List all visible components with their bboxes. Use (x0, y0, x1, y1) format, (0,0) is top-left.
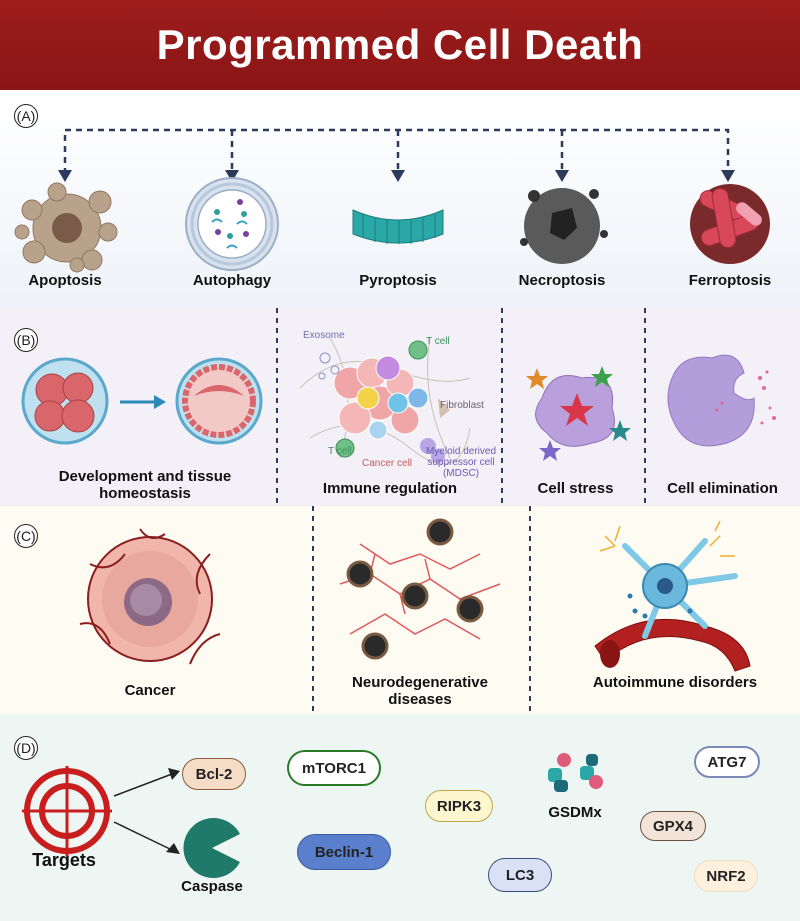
pyroptosis-pore-icon (352, 209, 444, 244)
ferroptosis-cell-icon (690, 184, 770, 264)
tcell-bottom-annotation: T cell (328, 446, 352, 457)
tcell-top-annotation: T cell (426, 336, 450, 347)
panel-c-dividers (312, 506, 531, 714)
neurodegenerative-label: Neurodegenerative diseases (352, 674, 488, 708)
cell-stress-label: Cell stress (537, 480, 614, 497)
autophagy-cell-icon (185, 177, 279, 271)
nrf2-pill: NRF2 (694, 860, 758, 892)
panel-a: (A) Apoptosis (0, 100, 800, 308)
fibroblast-annotation: Fibroblast (440, 400, 484, 411)
gsdmx-icon (548, 753, 603, 792)
caspase-pacman-icon (183, 818, 240, 878)
panel-a-arrows (58, 128, 735, 182)
mtorc1-pill: mTORC1 (287, 750, 381, 786)
gpx4-pill: GPX4 (640, 811, 706, 841)
necroptosis-label: Necroptosis (518, 272, 606, 289)
panel-a-letter: (A) (14, 104, 38, 128)
panel-c: (C) Cancer Neurodegenerat (0, 506, 800, 714)
title-banner: Programmed Cell Death (0, 0, 800, 90)
target-crosshair-icon (22, 766, 112, 856)
ripk3-pill: RIPK3 (425, 790, 493, 822)
necroptosis-cell-icon (520, 188, 608, 264)
caspase-label: Caspase (181, 878, 243, 895)
panel-b-letter: (B) (14, 328, 38, 352)
embryo-blastocyst-icon (175, 357, 263, 445)
autoimmune-neuron-icon (594, 520, 751, 672)
lc3-pill: LC3 (488, 858, 552, 892)
page-title: Programmed Cell Death (156, 21, 644, 68)
development-label: Development and tissue homeostasis (58, 468, 232, 502)
bcl2-pill: Bcl-2 (182, 758, 246, 790)
cell-stress-icon (526, 366, 631, 461)
cancer-label: Cancer (124, 682, 176, 699)
immune-regulation-label: Immune regulation (322, 480, 458, 497)
panel-b-dividers (276, 308, 646, 506)
apoptosis-label: Apoptosis (28, 272, 102, 289)
autoimmune-label: Autoimmune disorders (592, 674, 758, 691)
cell-elimination-icon (667, 354, 776, 447)
embryo-early-icon (21, 357, 109, 445)
panel-b: (B) Development and tissue homeostasis (0, 308, 800, 506)
beclin1-pill: Beclin-1 (297, 834, 391, 870)
cancer-tumor-icon (79, 528, 221, 665)
neurodegenerative-plaques-icon (339, 518, 501, 660)
exosome-annotation: Exosome (303, 330, 345, 341)
panel-d-letter: (D) (14, 736, 38, 760)
ferroptosis-label: Ferroptosis (688, 272, 772, 289)
tumor-microenvironment-icon (299, 337, 471, 465)
panel-d: (D) Targets Bcl-2 Caspase mTORC1 Beclin-… (0, 714, 800, 921)
development-arrow (120, 395, 166, 409)
targets-label: Targets (32, 850, 96, 870)
autophagy-label: Autophagy (192, 272, 272, 289)
mdsc-annotation: Myeloid derived suppressor cell (MDSC) (425, 446, 497, 479)
atg7-pill: ATG7 (694, 746, 760, 778)
pyroptosis-label: Pyroptosis (359, 272, 437, 289)
cancer-cell-annotation: Cancer cell (362, 458, 413, 469)
cell-elimination-label: Cell elimination (667, 480, 778, 497)
apoptosis-cell-icon (14, 182, 118, 273)
gsdmx-label: GSDMx (548, 804, 602, 821)
target-arrows (113, 768, 180, 854)
panel-c-letter: (C) (14, 524, 38, 548)
